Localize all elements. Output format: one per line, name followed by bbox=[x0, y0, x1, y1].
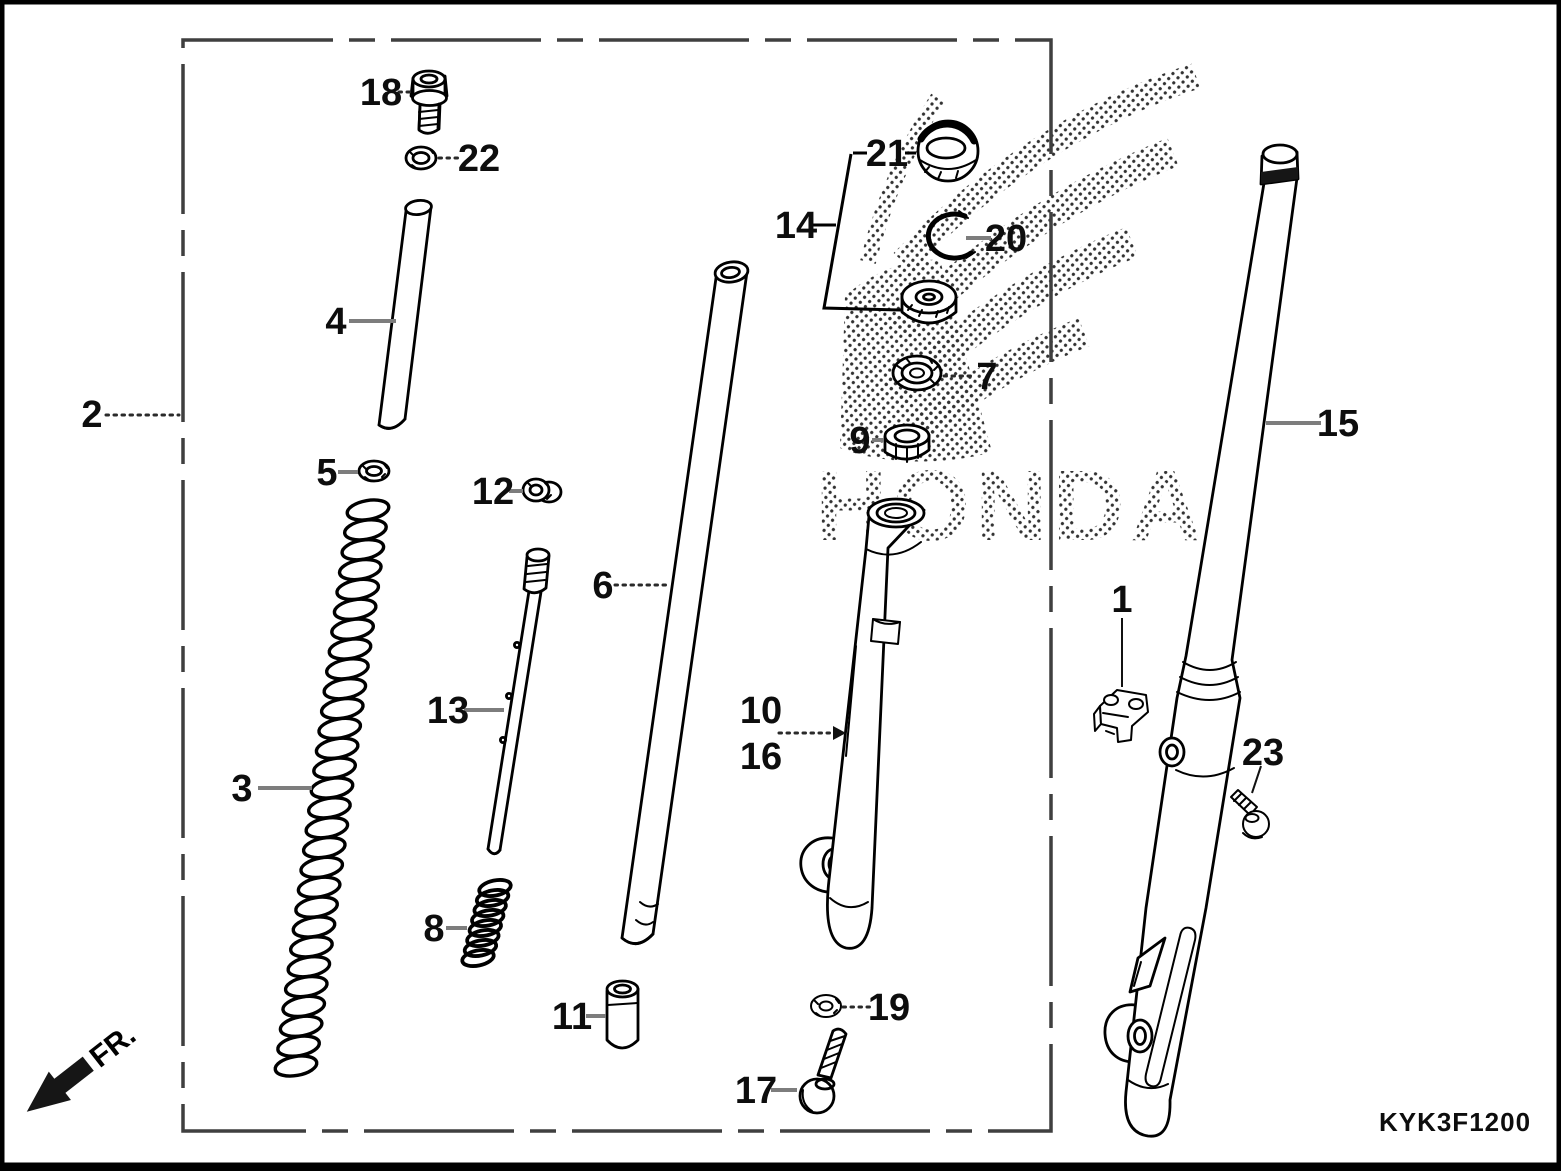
callout-22: 22 bbox=[458, 138, 500, 180]
callout-5: 5 bbox=[316, 452, 337, 494]
callout-14: 14 bbox=[775, 205, 817, 247]
part-9-backup-ring bbox=[883, 423, 931, 463]
part-8-rebound-spring bbox=[460, 878, 513, 968]
part-10-16-bottom-case bbox=[799, 497, 926, 950]
callout-3: 3 bbox=[231, 768, 252, 810]
callout-20: 20 bbox=[985, 218, 1027, 260]
fr-arrow-icon bbox=[26, 1056, 94, 1112]
parts-group-box bbox=[181, 38, 1053, 1133]
part-23-flange-bolt bbox=[1230, 789, 1270, 840]
callout-7: 7 bbox=[976, 356, 997, 398]
callout-16: 16 bbox=[740, 736, 782, 778]
part-12-lock-nut bbox=[521, 477, 563, 504]
group-14-bracket bbox=[812, 151, 916, 312]
part-22-oring bbox=[404, 145, 438, 171]
callout-2: 2 bbox=[81, 394, 102, 436]
part-21-fork-bolt-cap bbox=[916, 119, 980, 183]
callout-10: 10 bbox=[740, 690, 782, 732]
part-5-spring-seat bbox=[357, 459, 391, 483]
callout-leaders bbox=[104, 90, 1321, 1092]
part-20-stopper-ring bbox=[925, 210, 976, 261]
callout-6: 6 bbox=[592, 565, 613, 607]
callout-13: 13 bbox=[427, 690, 469, 732]
part-13-seat-pipe bbox=[486, 547, 551, 856]
part-18-fork-bolt bbox=[409, 69, 449, 135]
main-spring-coils bbox=[273, 498, 391, 1078]
callout-21: 21 bbox=[866, 133, 908, 175]
callout-4: 4 bbox=[325, 301, 346, 343]
callout-19: 19 bbox=[868, 987, 910, 1029]
callout-23: 23 bbox=[1242, 732, 1284, 774]
part-17-socket-bolt bbox=[798, 1027, 848, 1115]
callout-1: 1 bbox=[1111, 579, 1132, 621]
callout-labels: 1 2 3 4 5 6 7 8 9 10 11 12 13 14 15 16 1… bbox=[81, 72, 1359, 1112]
callout-11: 11 bbox=[552, 996, 592, 1038]
part-14-bearing bbox=[900, 279, 958, 325]
wing-feather-icon bbox=[860, 93, 945, 264]
callout-9: 9 bbox=[849, 420, 870, 462]
part-15-fork-assembly bbox=[1103, 143, 1300, 1138]
part-7-oil-seal bbox=[891, 354, 943, 392]
wing-feather-icon bbox=[893, 63, 1201, 272]
diagram-code: KYK3F1200 bbox=[1379, 1107, 1531, 1137]
callout-12: 12 bbox=[472, 471, 514, 513]
part-3-main-spring bbox=[273, 498, 391, 1078]
callout-18: 18 bbox=[360, 72, 402, 114]
callout-15: 15 bbox=[1317, 403, 1359, 445]
part-19-sealing-washer bbox=[810, 994, 842, 1018]
part-6-fork-pipe bbox=[620, 260, 750, 945]
callout-17: 17 bbox=[735, 1070, 777, 1112]
leader-arrowhead-icon bbox=[833, 726, 846, 740]
part-11-oil-lock-piece bbox=[605, 979, 640, 1050]
part-4-collar bbox=[377, 198, 433, 430]
callout-8: 8 bbox=[423, 908, 444, 950]
rebound-spring-coils bbox=[460, 878, 513, 968]
part-1-clamp bbox=[1093, 689, 1149, 743]
